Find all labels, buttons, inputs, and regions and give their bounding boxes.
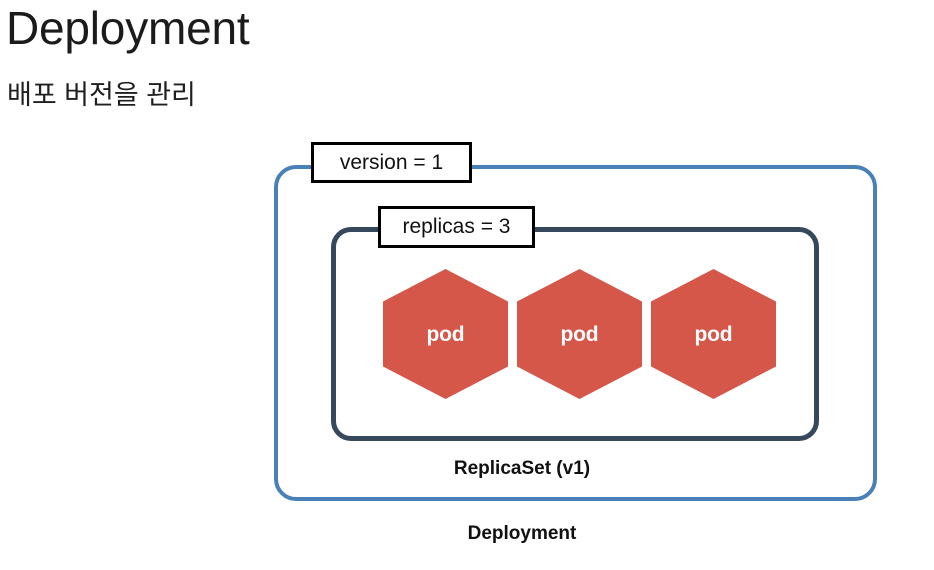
page-title: Deployment xyxy=(6,2,250,54)
pod-label: pod xyxy=(560,322,599,346)
version-callout-label: version = 1 xyxy=(311,142,472,183)
replicaset-caption-wrapper: ReplicaSet (v1) xyxy=(0,458,934,480)
page-subtitle: 배포 버전을 관리 xyxy=(7,80,196,110)
replicaset-caption: ReplicaSet (v1) xyxy=(453,458,591,479)
pod-group: pod pod pod xyxy=(383,269,776,399)
pod-hexagon: pod xyxy=(383,269,508,399)
pod-label: pod xyxy=(694,322,733,346)
deployment-caption: Deployment xyxy=(467,523,577,544)
pod-label: pod xyxy=(426,322,465,346)
deployment-caption-wrapper: Deployment xyxy=(0,523,934,545)
replicaset-boundary-box xyxy=(331,227,819,441)
pod-hexagon: pod xyxy=(651,269,776,399)
deployment-boundary-box xyxy=(274,165,877,501)
replicas-callout-label: replicas = 3 xyxy=(378,206,535,248)
pod-hexagon: pod xyxy=(517,269,642,399)
